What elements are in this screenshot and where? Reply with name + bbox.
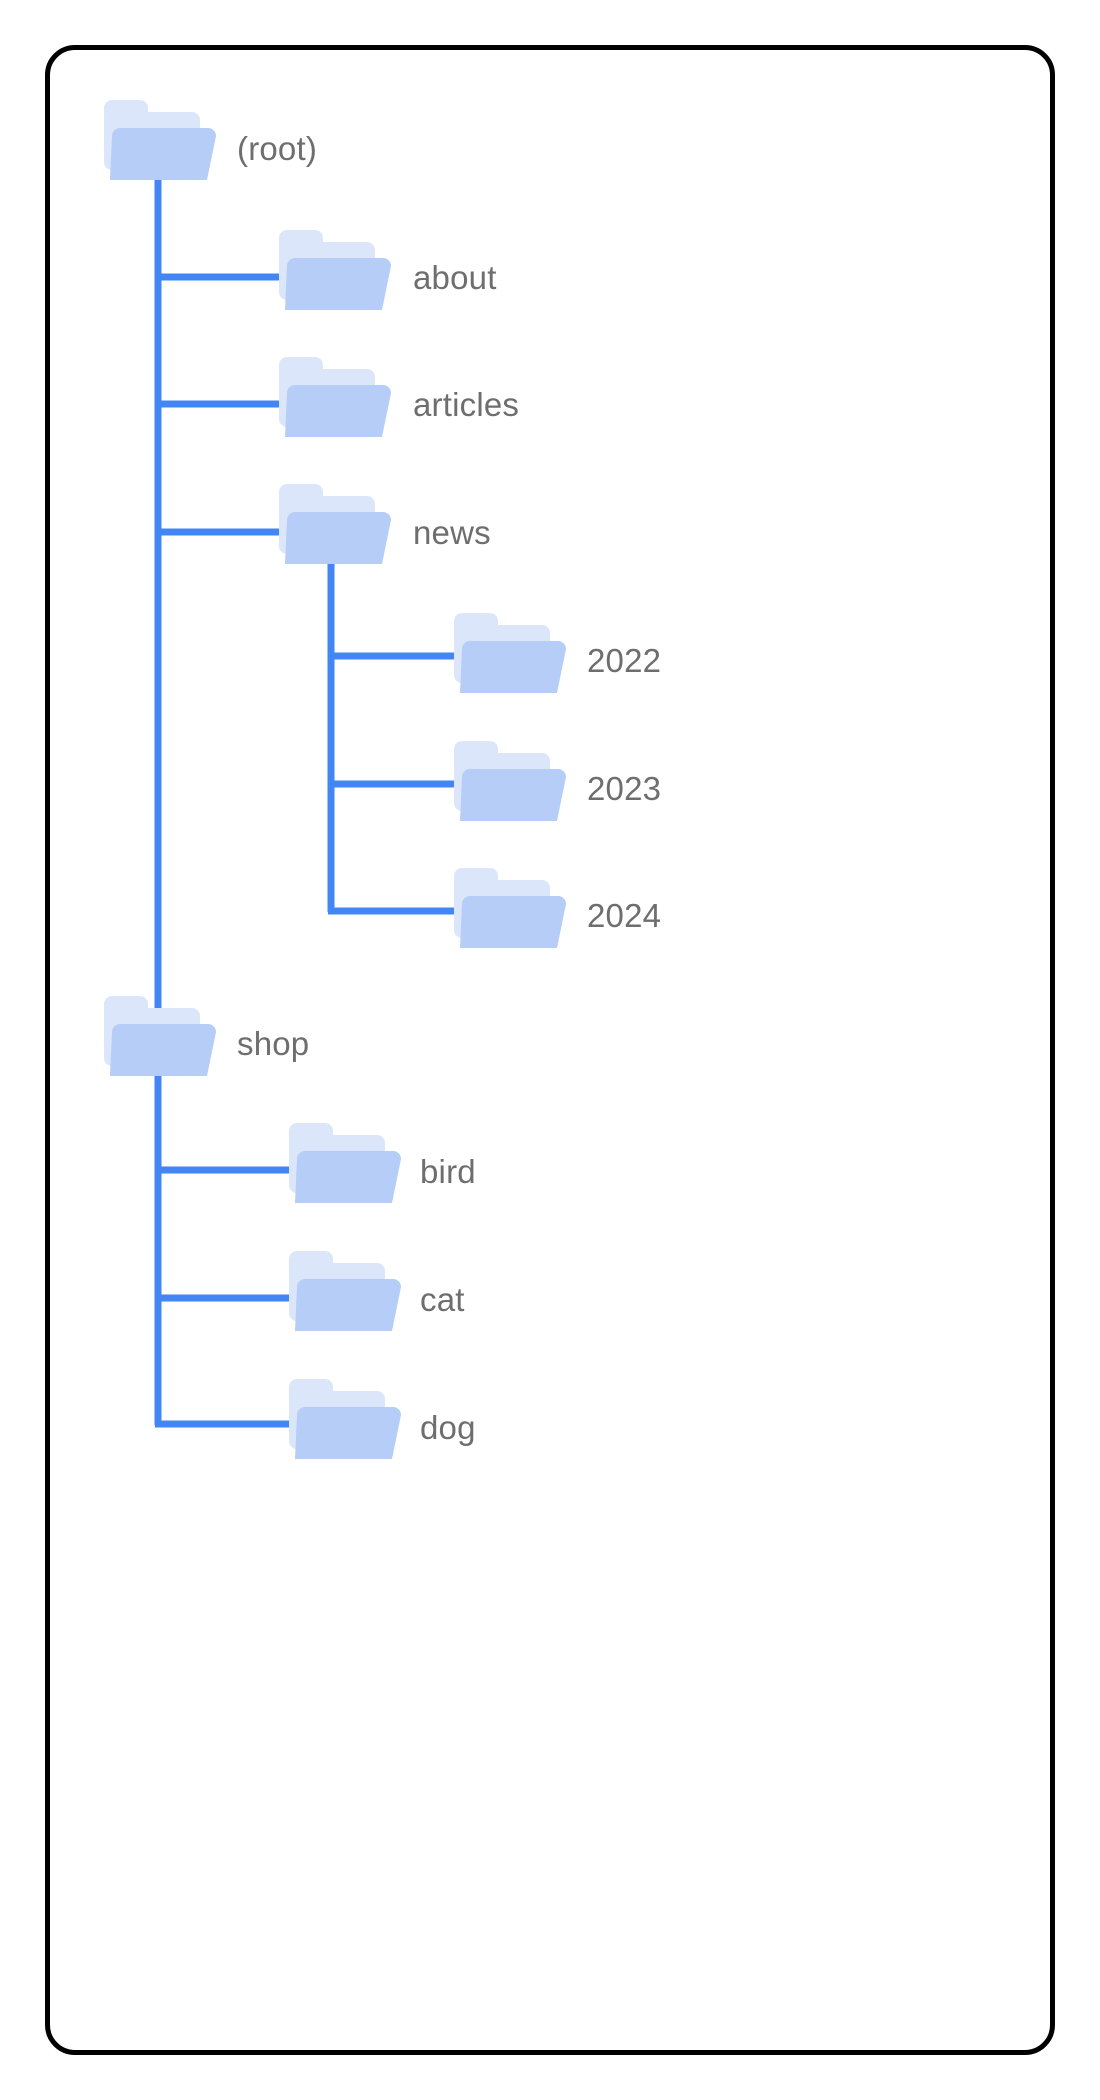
folder-icon: [454, 741, 566, 821]
folder-icon: [289, 1379, 401, 1459]
diagram-card: [45, 45, 1055, 2055]
tree-node-label-2024: 2024: [587, 897, 662, 934]
tree-node-label-news: news: [413, 514, 491, 551]
tree-node-label-articles: articles: [413, 386, 520, 423]
folder-icon: [279, 357, 391, 437]
tree-node-label-shop: shop: [237, 1025, 310, 1062]
tree-node-label-cat: cat: [420, 1281, 465, 1318]
tree-node-label-about: about: [413, 259, 497, 296]
folder-icon: [279, 230, 391, 310]
folder-icon: [289, 1251, 401, 1331]
tree-node-label-dog: dog: [420, 1409, 476, 1446]
folder-icon: [104, 100, 216, 180]
folder-icon: [454, 868, 566, 948]
tree-node-label-2022: 2022: [587, 642, 662, 679]
folder-icon: [454, 613, 566, 693]
folder-icon: [289, 1123, 401, 1203]
folder-icon: [104, 996, 216, 1076]
tree-node-label-root: (root): [237, 130, 318, 167]
tree-node-label-bird: bird: [420, 1153, 476, 1190]
folder-icon: [279, 484, 391, 564]
tree-node-label-2023: 2023: [587, 770, 662, 807]
